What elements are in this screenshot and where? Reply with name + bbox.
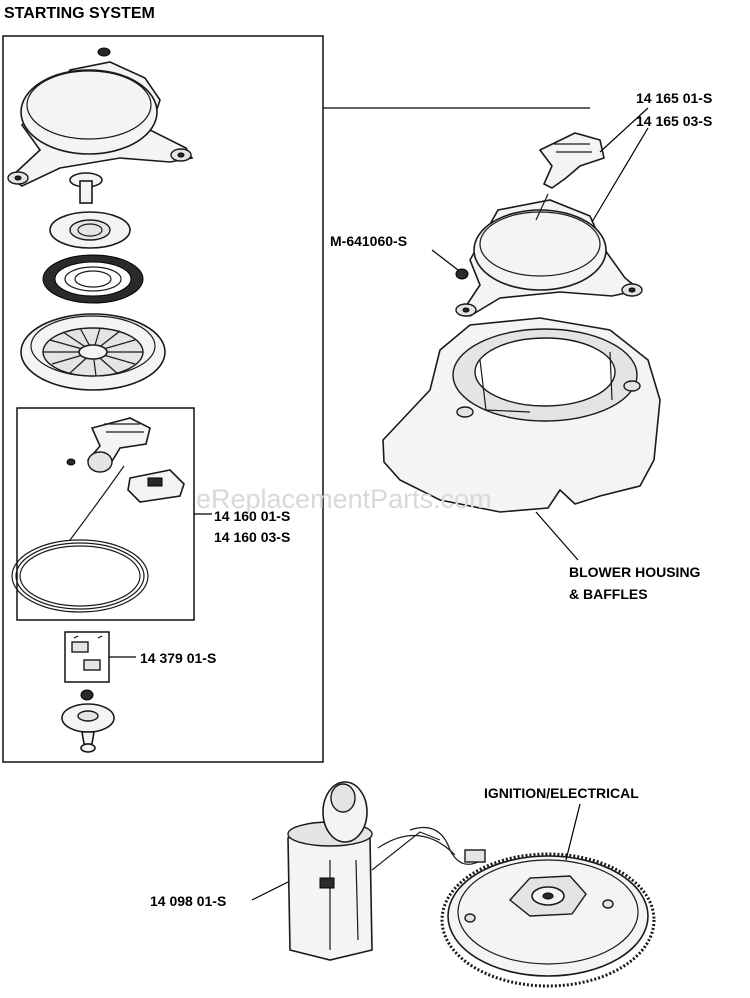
recoil-assembly-part-1: 14 165 01-S <box>636 90 712 106</box>
center-pin-icon <box>69 172 103 204</box>
rope-kit-part-2: 14 160 03-S <box>214 529 290 545</box>
pawl-kit-frame <box>64 631 110 683</box>
screw-part-number: M-641060-S <box>330 233 407 249</box>
pawl-retainer-icon <box>61 689 115 753</box>
wire-harness-icon <box>409 826 486 865</box>
screw-icon <box>455 268 469 280</box>
blower-housing-label-2: & BAFFLES <box>569 586 648 602</box>
rope-insert-icon <box>127 469 185 503</box>
flywheel-icon <box>440 852 656 988</box>
watermark-text: eReplacementParts.com <box>196 484 492 514</box>
pawl-kit-part-number: 14 379 01-S <box>140 650 216 666</box>
blower-housing-leader <box>535 511 579 561</box>
pawl-icon <box>71 635 103 671</box>
pulley-icon <box>20 313 166 391</box>
starter-motor-icon <box>287 781 456 961</box>
ignition-electrical-label: IGNITION/ELECTRICAL <box>484 785 639 801</box>
starter-rope-icon <box>11 465 149 613</box>
blower-housing-label-1: BLOWER HOUSING <box>569 564 701 580</box>
recoil-cover-icon <box>7 47 194 187</box>
clip-icon <box>66 458 76 466</box>
rope-handle-icon <box>86 417 151 473</box>
rope-kit-part-1: 14 160 01-S <box>214 508 290 524</box>
recoil-starter-assembly-icon <box>455 132 643 317</box>
exploded-view-frame <box>2 35 324 763</box>
handle-leader <box>599 107 649 153</box>
page-title: STARTING SYSTEM <box>4 5 155 22</box>
recoil-assembly-leader <box>591 127 649 223</box>
recoil-assembly-part-2: 14 165 03-S <box>636 113 712 129</box>
spring-retainer-icon <box>49 211 131 249</box>
starter-motor-leader <box>251 881 289 901</box>
screw-leader <box>431 249 459 271</box>
ignition-leader <box>565 803 581 861</box>
blower-housing-icon <box>382 317 661 513</box>
recoil-spring-icon <box>42 254 144 304</box>
starter-motor-part-number: 14 098 01-S <box>150 893 226 909</box>
